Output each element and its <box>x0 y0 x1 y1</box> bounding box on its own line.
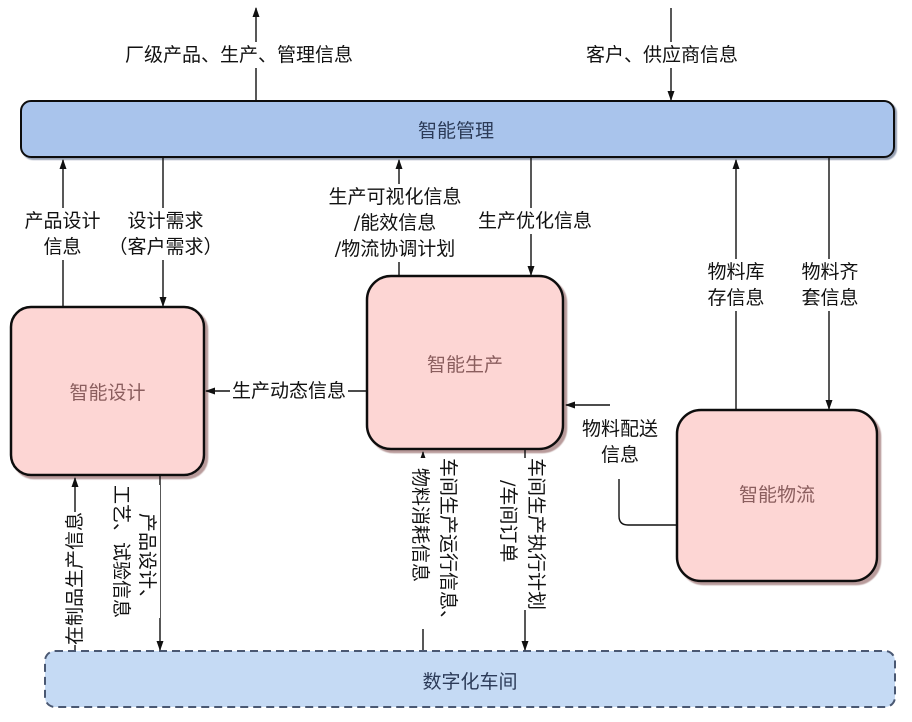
label-optimize-info: 生产优化信息 <box>478 208 593 234</box>
label-delivery-info-line2: 信息 <box>600 444 639 466</box>
label-inventory-info-line1: 物料库 <box>707 261 765 283</box>
management-title: 智能管理 <box>417 120 494 142</box>
label-design-process-line1: 产品设计、 <box>136 513 158 609</box>
label-kitting-info-line2: 套信息 <box>801 287 859 309</box>
workshop-bar[interactable] <box>44 650 896 708</box>
logistics-title: 智能物流 <box>738 484 815 506</box>
label-delivery-info: 物料配送 信息 <box>574 416 666 468</box>
label-delivery-info-line1: 物料配送 <box>581 418 658 440</box>
arrow-delivery-info <box>618 479 676 526</box>
label-run-info-line1: 车间生产运行信息、 <box>437 458 459 630</box>
label-exec-plan: 车间生产执行计划 /车间订单 <box>494 458 550 611</box>
label-dynamic-info: 生产动态信息 <box>230 378 349 404</box>
production-title: 智能生产 <box>426 354 503 376</box>
label-run-info-line2: 物料消耗信息 <box>409 468 431 583</box>
label-visual-info: 生产可视化信息 /能效信息 /物流协调计划 <box>315 184 475 262</box>
label-design-demand-line1: 设计需求 <box>127 210 204 232</box>
workshop-title: 数字化车间 <box>422 671 518 693</box>
label-inventory-info: 物料库 存信息 <box>700 259 772 311</box>
label-kitting-info-line1: 物料齐 <box>801 261 859 283</box>
label-design-info-line2: 信息 <box>43 236 82 258</box>
label-visual-info-line3: /物流协调计划 <box>334 238 456 260</box>
label-customer-supplier: 客户、供应商信息 <box>586 42 739 68</box>
label-wip-info-text: 在制品生产信息 <box>64 511 86 645</box>
label-exec-plan-line1: 车间生产执行计划 <box>525 458 547 611</box>
management-bar[interactable] <box>20 100 895 158</box>
label-design-process: 产品设计、 工艺、试验信息 <box>108 485 160 619</box>
label-visual-info-line2: /能效信息 <box>353 212 437 234</box>
design-title: 智能设计 <box>69 382 146 404</box>
label-design-process-line2: 工艺、试验信息 <box>110 485 132 619</box>
label-design-info: 产品设计 信息 <box>15 208 110 260</box>
label-factory-info: 厂级产品、生产、管理信息 <box>125 42 354 68</box>
label-design-demand: 设计需求 （客户需求） <box>108 208 223 260</box>
design-box[interactable] <box>9 305 206 477</box>
production-box[interactable] <box>365 274 565 451</box>
label-design-demand-line2: （客户需求） <box>108 236 223 258</box>
label-run-info: 车间生产运行信息、 物料消耗信息 <box>406 458 462 630</box>
label-wip-info: 在制品生产信息 <box>62 511 88 645</box>
label-design-info-line1: 产品设计 <box>24 210 101 232</box>
label-kitting-info: 物料齐 套信息 <box>794 259 866 311</box>
label-inventory-info-line2: 存信息 <box>707 287 765 309</box>
label-visual-info-line1: 生产可视化信息 <box>328 186 462 208</box>
label-exec-plan-line2: /车间订单 <box>497 480 519 563</box>
logistics-box[interactable] <box>675 408 879 583</box>
